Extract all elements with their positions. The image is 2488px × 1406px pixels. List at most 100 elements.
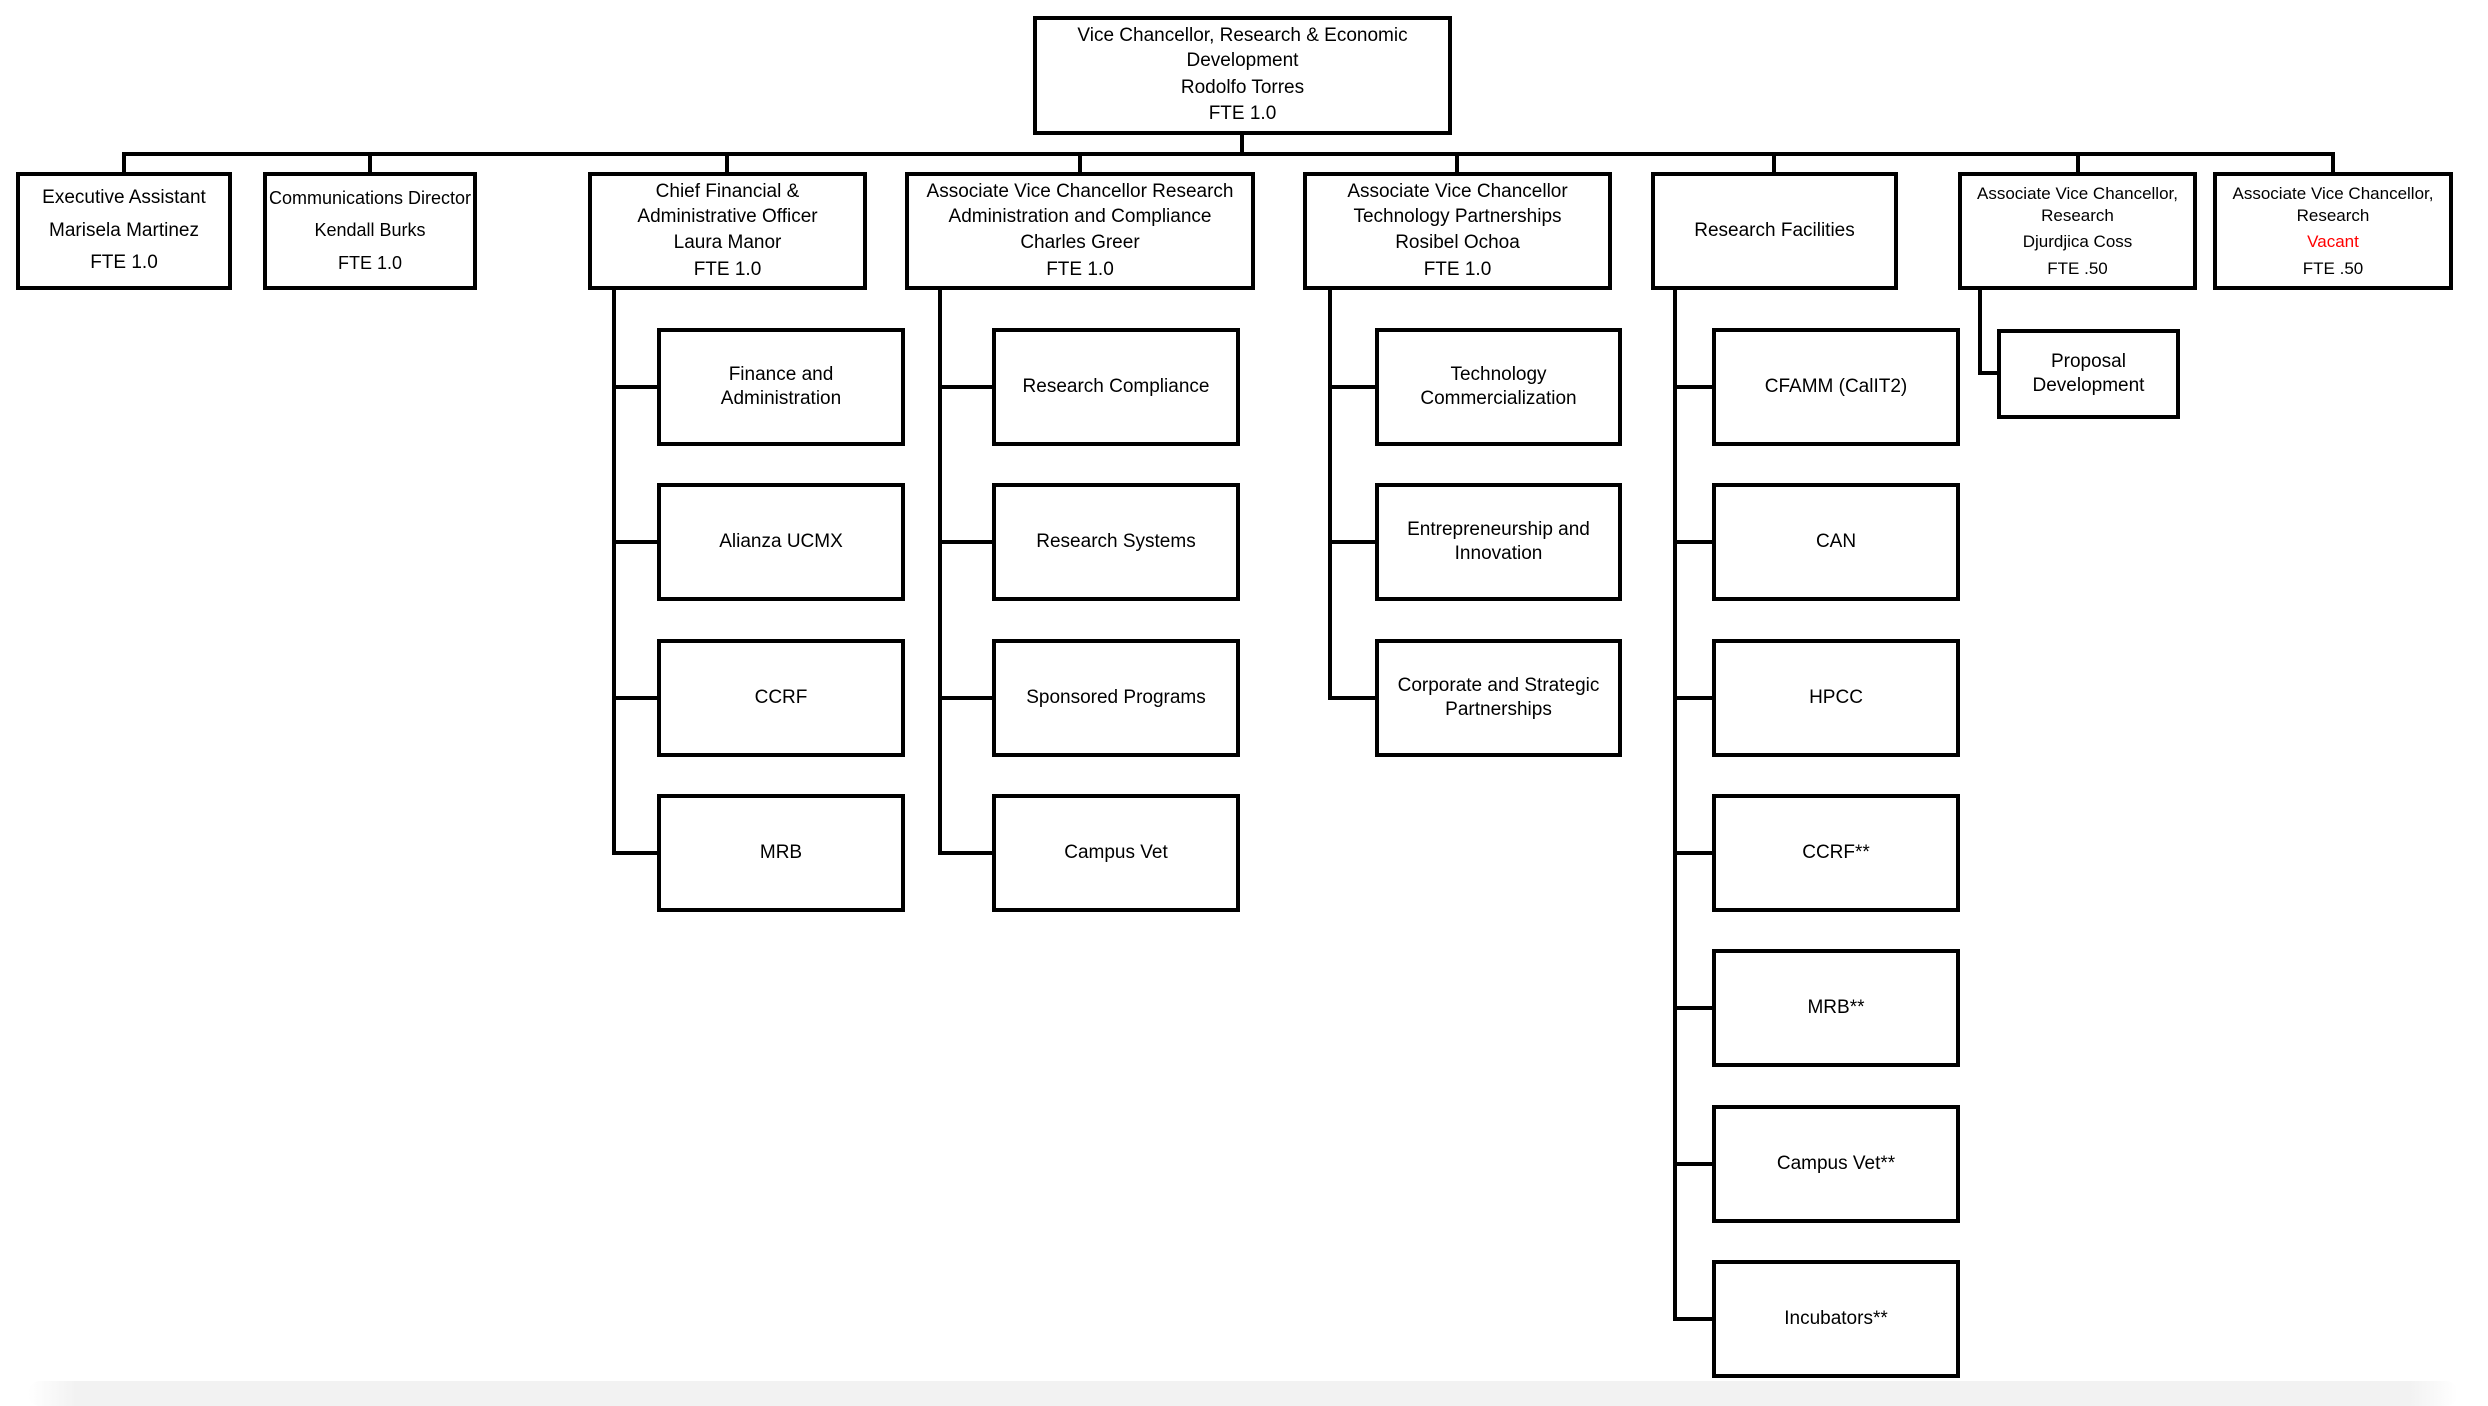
node-fte: FTE 1.0 [693, 258, 762, 280]
connector [2076, 152, 2080, 172]
node-label: CCRF [754, 686, 808, 708]
connector [1673, 1006, 1712, 1010]
connector [1078, 152, 1082, 172]
connector [612, 696, 657, 700]
node-fte: FTE 1.0 [1046, 258, 1114, 280]
node-label: Entrepreneurship and Innovation [1407, 518, 1590, 564]
connector [612, 540, 657, 544]
node-person-name: Djurdjica Coss [2022, 232, 2133, 251]
node-fte: FTE .50 [2047, 258, 2108, 278]
node-mrb: MRB [657, 794, 905, 912]
node-person-name: Charles Greer [1020, 232, 1140, 253]
connector [1772, 152, 1776, 172]
connector [122, 152, 126, 172]
node-title: Associate Vice Chancellor Technology Par… [1347, 181, 1568, 227]
connector [612, 385, 657, 389]
connector [1673, 290, 1677, 1321]
node-label: Campus Vet [1064, 841, 1168, 863]
connector [1673, 540, 1712, 544]
connector [612, 290, 616, 855]
node-fte: FTE .50 [2302, 258, 2364, 278]
node-avc-research-coss: Associate Vice Chancellor, Research Djur… [1958, 172, 2197, 290]
node-person-name: Laura Manor [673, 232, 782, 253]
connector [938, 385, 992, 389]
node-avc-technology-partnerships: Associate Vice Chancellor Technology Par… [1303, 172, 1612, 290]
node-fte: FTE 1.0 [1208, 103, 1277, 125]
horizontal-scrollbar-track[interactable] [28, 1381, 2458, 1406]
node-title: Executive Assistant [42, 187, 206, 209]
node-fte: FTE 1.0 [1423, 258, 1492, 280]
node-corporate-and-strategic-partnerships: Corporate and Strategic Partnerships [1375, 639, 1622, 757]
node-person-name: Kendall Burks [314, 220, 426, 241]
connector [1455, 152, 1459, 172]
connector [1673, 1162, 1712, 1166]
node-can: CAN [1712, 483, 1960, 601]
node-label: HPCC [1809, 686, 1863, 708]
node-label: CFAMM (CalIT2) [1764, 375, 1908, 397]
node-label: MRB [759, 841, 803, 863]
node-communications-director: Communications Director Kendall Burks FT… [263, 172, 477, 290]
node-fte: FTE 1.0 [337, 252, 403, 273]
connector [1978, 290, 1982, 375]
node-title: Associate Vice Chancellor Research Admin… [926, 181, 1234, 227]
connector [1673, 385, 1712, 389]
node-executive-assistant: Executive Assistant Marisela Martinez FT… [16, 172, 232, 290]
node-incubators-shared: Incubators** [1712, 1260, 1960, 1378]
connector [938, 851, 992, 855]
node-person-name-vacant: Vacant [2307, 232, 2359, 251]
node-person-name: Rodolfo Torres [1180, 76, 1305, 98]
node-entrepreneurship-and-innovation: Entrepreneurship and Innovation [1375, 483, 1622, 601]
connector [1328, 696, 1375, 700]
node-finance-and-administration: Finance and Administration [657, 328, 905, 446]
connector [1328, 290, 1332, 700]
node-label: CAN [1815, 530, 1857, 552]
node-research-compliance: Research Compliance [992, 328, 1240, 446]
node-chief-financial-administrative-officer: Chief Financial & Administrative Officer… [588, 172, 867, 290]
node-label: Alianza UCMX [719, 530, 843, 552]
connector [1978, 371, 1997, 375]
node-technology-commercialization: Technology Commercialization [1375, 328, 1622, 446]
node-title: Chief Financial & Administrative Officer [637, 181, 818, 227]
node-title: Research Facilities [1694, 219, 1855, 241]
connector [1328, 540, 1375, 544]
connector [938, 696, 992, 700]
node-vice-chancellor-research-economic-development: Vice Chancellor, Research & Economic Dev… [1033, 16, 1452, 135]
connector [1673, 1317, 1712, 1321]
node-label: Campus Vet** [1776, 1152, 1896, 1174]
node-alianza-ucmx: Alianza UCMX [657, 483, 905, 601]
node-proposal-development: Proposal Development [1997, 329, 2180, 419]
connector [938, 290, 942, 855]
connector [1240, 135, 1244, 156]
node-research-systems: Research Systems [992, 483, 1240, 601]
node-research-facilities: Research Facilities [1651, 172, 1898, 290]
connector [1673, 851, 1712, 855]
node-person-name: Marisela Martinez [49, 219, 199, 241]
connector [2331, 152, 2335, 172]
node-campus-vet: Campus Vet [992, 794, 1240, 912]
connector [1328, 385, 1375, 389]
node-label: Technology Commercialization [1420, 363, 1577, 409]
node-mrb-shared: MRB** [1712, 949, 1960, 1067]
node-label: Proposal Development [2032, 350, 2145, 396]
node-cfamm-calit2: CFAMM (CalIT2) [1712, 328, 1960, 446]
node-label: Corporate and Strategic Partnerships [1397, 674, 1600, 720]
node-avc-research-administration-compliance: Associate Vice Chancellor Research Admin… [905, 172, 1255, 290]
node-fte: FTE 1.0 [90, 252, 158, 274]
connector [124, 152, 2335, 156]
connector [612, 851, 657, 855]
connector [368, 152, 372, 172]
node-label: Sponsored Programs [1026, 686, 1206, 708]
node-label: Finance and Administration [720, 363, 842, 409]
node-campus-vet-shared: Campus Vet** [1712, 1105, 1960, 1223]
node-hpcc: HPCC [1712, 639, 1960, 757]
node-label: MRB** [1807, 996, 1865, 1018]
node-title: Vice Chancellor, Research & Economic Dev… [1077, 25, 1408, 71]
node-avc-research-vacant: Associate Vice Chancellor, Research Vaca… [2213, 172, 2453, 290]
node-title: Associate Vice Chancellor, Research [1977, 183, 2178, 225]
node-ccrf: CCRF [657, 639, 905, 757]
connector [938, 540, 992, 544]
node-ccrf-shared: CCRF** [1712, 794, 1960, 912]
node-title: Associate Vice Chancellor, Research [2232, 183, 2434, 225]
node-sponsored-programs: Sponsored Programs [992, 639, 1240, 757]
node-label: CCRF** [1802, 841, 1870, 863]
